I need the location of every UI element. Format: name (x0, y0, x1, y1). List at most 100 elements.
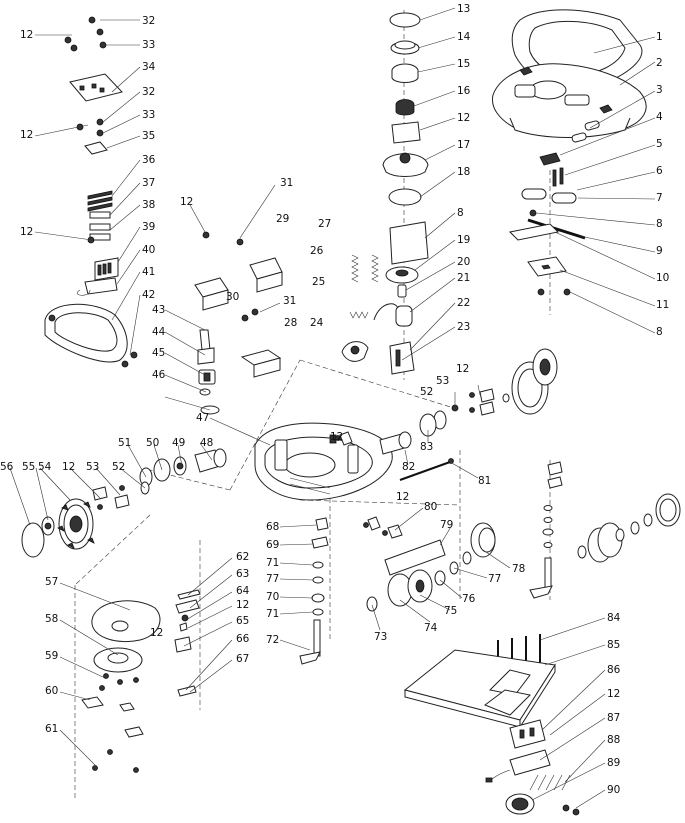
callout-4: 4 (656, 111, 663, 123)
callout-27: 27 (318, 218, 331, 230)
callout-57: 57 (45, 576, 58, 588)
callout-67: 67 (236, 653, 249, 665)
callout-25: 25 (312, 276, 325, 288)
callout-12-gear: 12 (180, 196, 193, 208)
callout-18: 18 (457, 166, 470, 178)
callout-75: 75 (444, 605, 457, 617)
callout-16: 16 (457, 85, 471, 97)
callout-68: 68 (266, 521, 279, 533)
callout-12-front: 12 (396, 491, 409, 503)
callout-15: 15 (457, 58, 470, 70)
callout-54: 54 (38, 461, 52, 473)
callout-12-left-a: 12 (20, 29, 33, 41)
callout-50: 50 (146, 437, 159, 449)
callout-71: 71 (266, 557, 279, 569)
callout-78: 78 (512, 563, 525, 575)
right-wheel-assembly (335, 348, 558, 481)
right-small-parts (508, 120, 600, 296)
callout-9: 9 (656, 245, 663, 257)
callout-12-wheel: 12 (62, 461, 75, 473)
callout-59: 59 (45, 650, 58, 662)
callout-31-repeat: 31 (283, 295, 296, 307)
callout-63: 63 (236, 568, 249, 580)
callout-33: 33 (142, 39, 155, 51)
callout-90: 90 (607, 784, 620, 796)
charging-station-parts (403, 634, 580, 816)
callout-72: 72 (266, 634, 279, 646)
callout-29: 29 (276, 213, 289, 225)
cutting-disc-assembly (81, 600, 161, 773)
callout-8-repeat: 8 (656, 326, 663, 338)
callout-53-right: 53 (436, 375, 449, 387)
callout-65: 65 (236, 615, 249, 627)
callout-14: 14 (457, 31, 471, 43)
callout-12-shaft: 12 (236, 599, 249, 611)
callout-55: 55 (22, 461, 35, 473)
callout-2: 2 (656, 57, 663, 69)
callout-20: 20 (457, 256, 470, 268)
callout-32: 32 (142, 15, 155, 27)
callout-53: 53 (86, 461, 99, 473)
callout-69: 69 (266, 539, 279, 551)
callout-39: 39 (142, 221, 155, 233)
callout-45: 45 (152, 347, 165, 359)
callout-49: 49 (172, 437, 185, 449)
callout-56: 56 (0, 461, 14, 473)
callout-82: 82 (402, 461, 415, 473)
callout-21: 21 (457, 272, 470, 284)
callout-11: 11 (656, 299, 669, 311)
left-wheel-assembly (21, 448, 227, 558)
callout-88: 88 (607, 734, 620, 746)
callout-17: 17 (457, 139, 470, 151)
callout-44: 44 (152, 326, 166, 338)
callout-31: 31 (280, 177, 293, 189)
callout-26: 26 (310, 245, 324, 257)
callout-40: 40 (142, 244, 155, 256)
blade-shaft-parts (174, 517, 329, 697)
callout-64: 64 (236, 585, 250, 597)
callout-79: 79 (440, 519, 453, 531)
callout-8-center: 8 (457, 207, 464, 219)
callout-41: 41 (142, 266, 155, 278)
callout-86: 86 (607, 664, 621, 676)
callout-37: 37 (142, 177, 155, 189)
chassis (254, 422, 393, 501)
callout-24: 24 (310, 317, 324, 329)
callout-23: 23 (457, 321, 470, 333)
leader-lines (9, 7, 656, 809)
springs (341, 254, 379, 362)
gear-motor-parts (194, 231, 283, 378)
callout-12-right: 12 (456, 363, 469, 375)
left-column-parts (44, 16, 220, 415)
callout-71-repeat: 71 (266, 608, 279, 620)
callout-48: 48 (200, 437, 213, 449)
callout-36: 36 (142, 154, 156, 166)
callout-30: 30 (226, 291, 239, 303)
callout-12-chassis: 12 (330, 431, 343, 443)
callout-10: 10 (656, 272, 669, 284)
callout-12-left-c: 12 (20, 226, 33, 238)
callout-58: 58 (45, 613, 58, 625)
callout-85: 85 (607, 639, 620, 651)
callout-22: 22 (457, 297, 470, 309)
callout-60: 60 (45, 685, 58, 697)
callout-46: 46 (152, 369, 166, 381)
callout-34: 34 (142, 61, 156, 73)
callout-1: 1 (656, 31, 663, 43)
callout-12-station: 12 (607, 688, 620, 700)
callout-13: 13 (457, 3, 470, 15)
callout-35: 35 (142, 130, 155, 142)
callout-5: 5 (656, 138, 663, 150)
callout-87: 87 (607, 712, 620, 724)
mower-body (491, 63, 647, 138)
callout-70: 70 (266, 591, 279, 603)
callout-33-repeat: 33 (142, 109, 155, 121)
callout-84: 84 (607, 612, 621, 624)
callout-12-disc: 12 (150, 627, 163, 639)
callout-43: 43 (152, 304, 165, 316)
callout-19: 19 (457, 234, 470, 246)
callout-7: 7 (656, 192, 663, 204)
callout-32-repeat: 32 (142, 86, 155, 98)
callout-51: 51 (118, 437, 131, 449)
